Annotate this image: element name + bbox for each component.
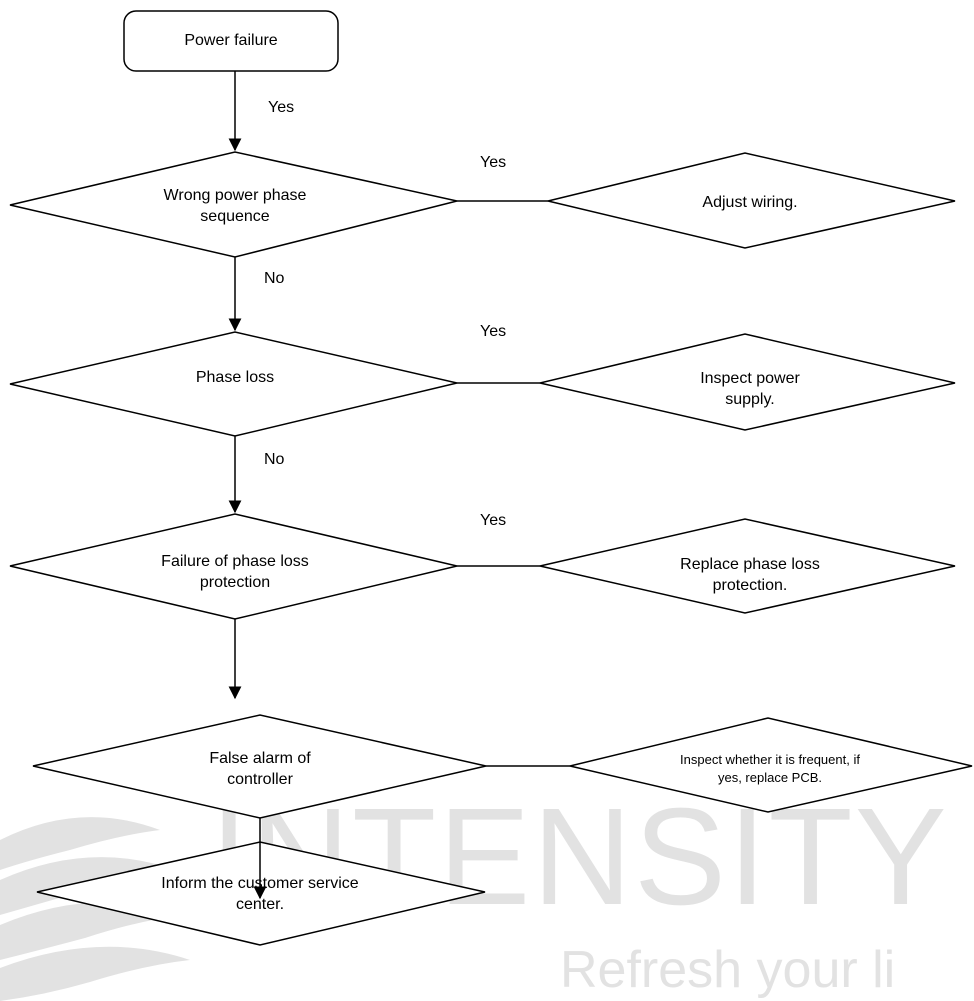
decision-2-label: Phase loss (195, 369, 275, 386)
start-label: Power failure (184, 32, 278, 49)
action-1-diamond (547, 152, 956, 249)
action-1-label: Adjust wiring. (702, 194, 798, 211)
decision-1-label: Wrong power phase sequence (163, 187, 307, 225)
decision-4-label: False alarm of controller (209, 750, 311, 788)
action-3-label: Replace phase loss protection. (680, 556, 820, 594)
watermark-tagline: Refresh your li (560, 941, 896, 999)
yes-label-1: Yes (480, 154, 507, 171)
decision-3-label: Failure of phase loss protection (161, 553, 309, 591)
yes-label-2: Yes (480, 323, 507, 340)
action-4-diamond (569, 717, 973, 813)
action-4-label: Inspect whether it is frequent, if yes, … (680, 752, 860, 785)
end-label: Inform the customer service center. (161, 875, 359, 913)
action-2-diamond (539, 333, 956, 431)
no-label-1: No (264, 270, 285, 287)
start-edge-label: Yes (268, 99, 295, 116)
no-label-2: No (264, 451, 285, 468)
start-terminal (123, 10, 339, 72)
action-2-label: Inspect power supply. (700, 370, 800, 408)
action-3-diamond (539, 518, 956, 614)
yes-label-3: Yes (480, 512, 507, 529)
